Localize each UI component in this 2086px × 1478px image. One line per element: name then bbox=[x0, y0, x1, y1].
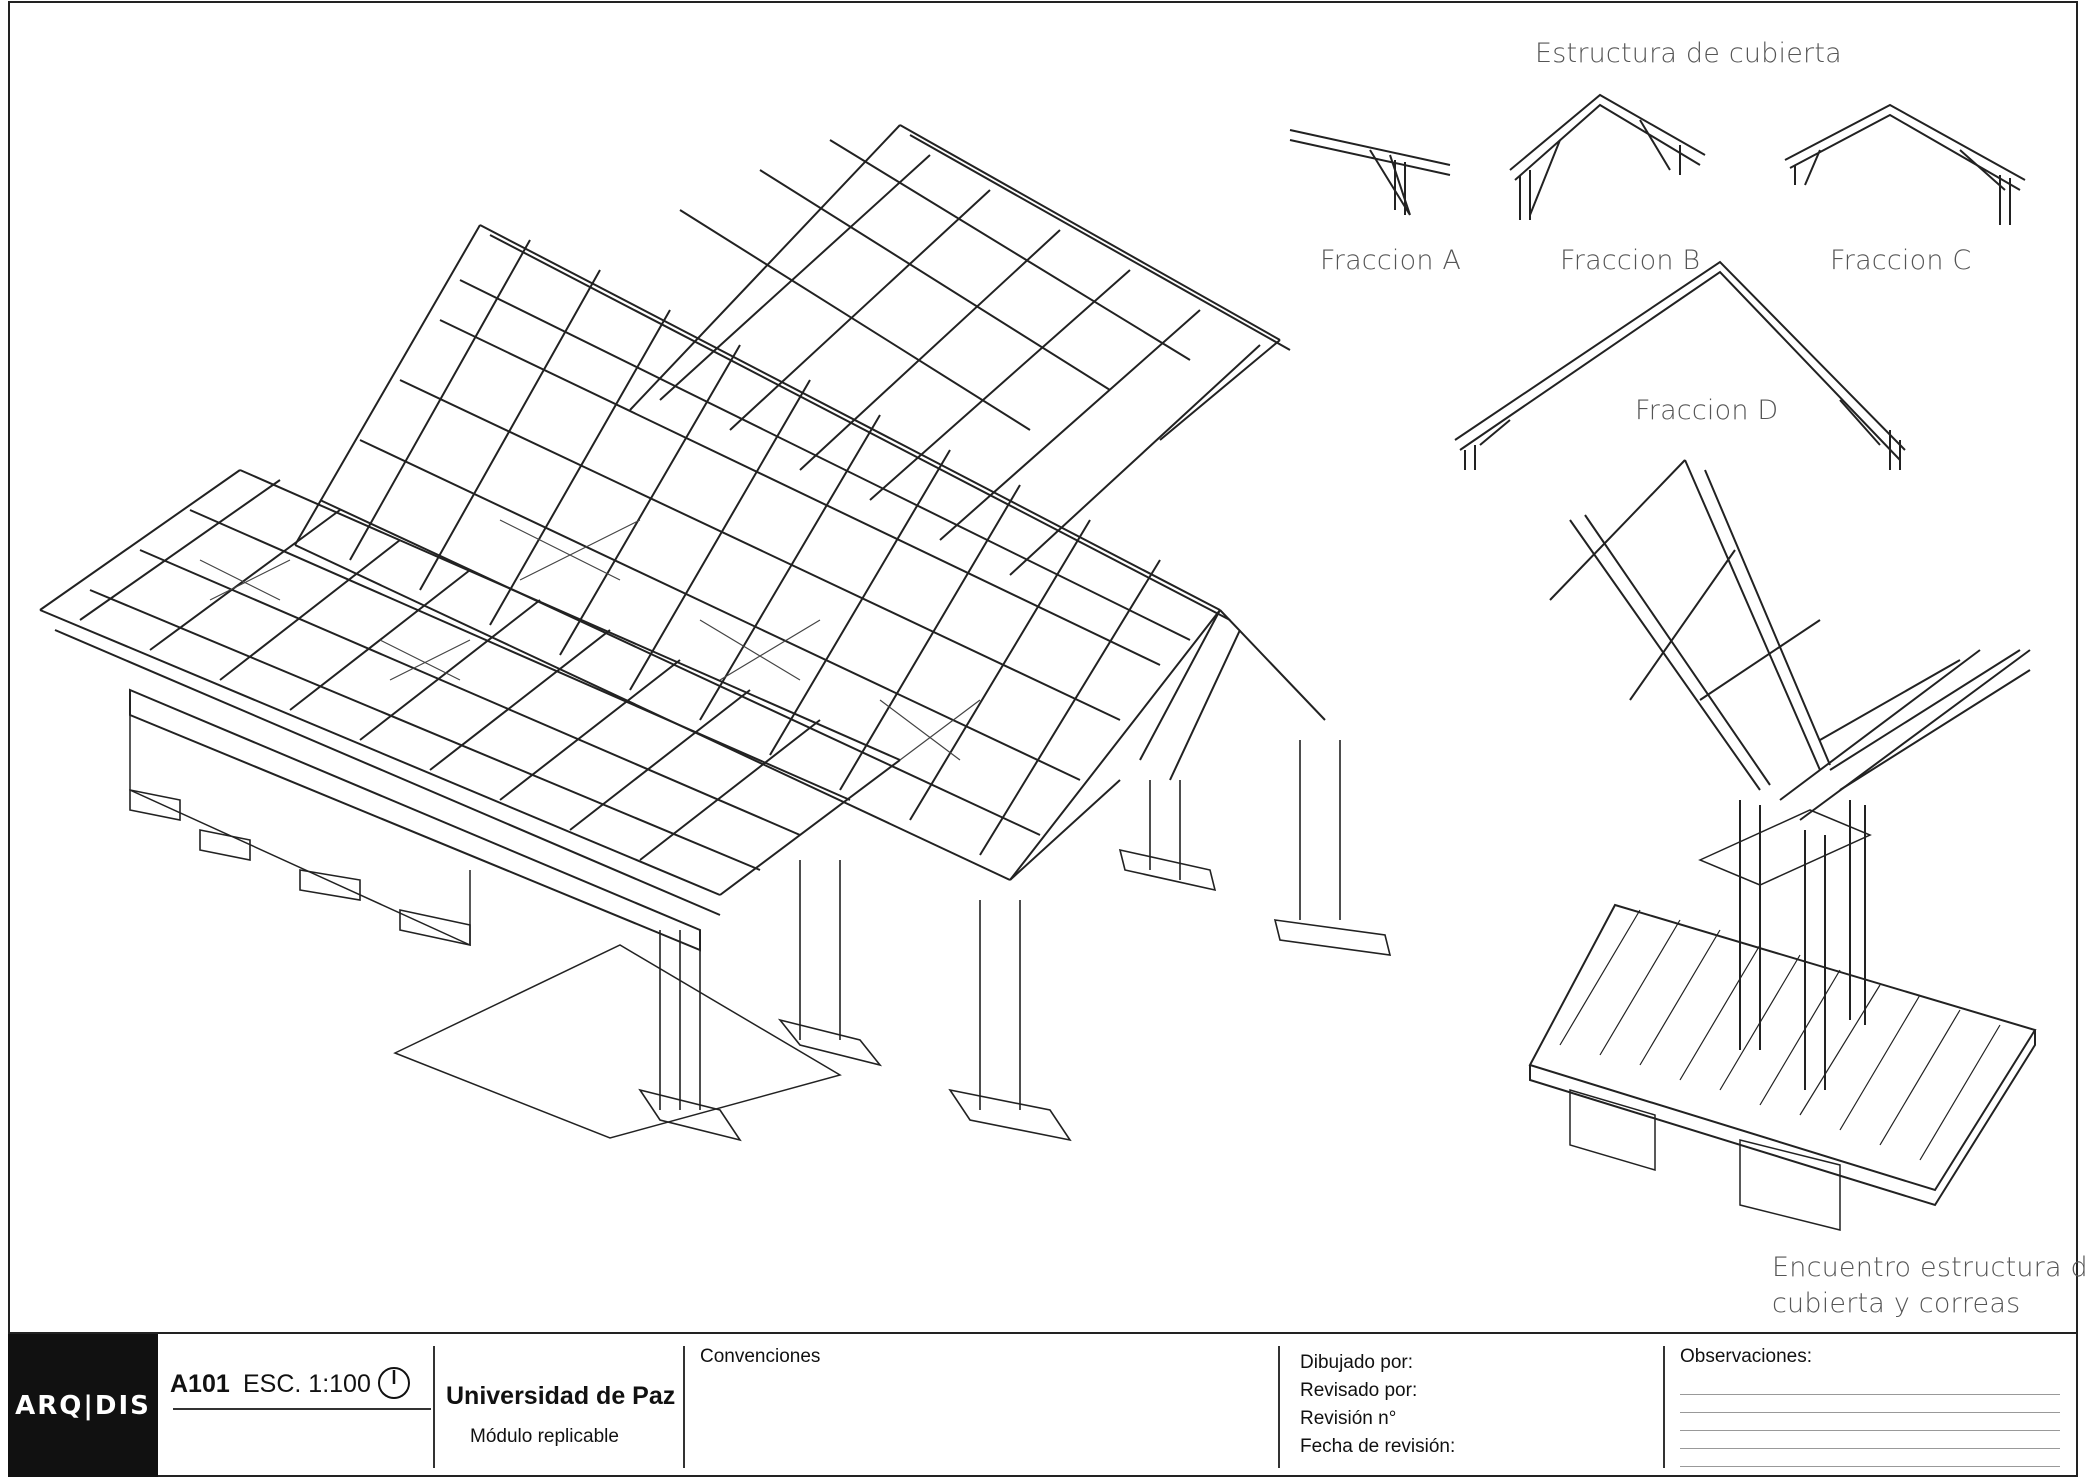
divider bbox=[433, 1346, 435, 1468]
fraction-b-label: Fraccion B bbox=[1560, 245, 1701, 276]
divider bbox=[1278, 1346, 1280, 1468]
revision-number-label: Revisión n° bbox=[1300, 1408, 1397, 1429]
detail-title-line1: Encuentro estructura de bbox=[1772, 1252, 2086, 1283]
roof-structure-title: Estructura de cubierta bbox=[1535, 38, 1842, 69]
logo: ARQ|DIS bbox=[8, 1334, 158, 1477]
north-arrow-icon bbox=[378, 1367, 410, 1399]
detail-title-line2: cubierta y correas bbox=[1772, 1288, 2021, 1319]
revision-date-label: Fecha de revisión: bbox=[1300, 1436, 1456, 1457]
observation-line bbox=[1680, 1412, 2060, 1413]
project-name: Universidad de Paz bbox=[446, 1382, 676, 1410]
observation-line bbox=[1680, 1430, 2060, 1431]
conventions-label: Convenciones bbox=[700, 1346, 821, 1367]
sheet-code: A101 bbox=[170, 1370, 230, 1398]
fraction-c-label: Fraccion C bbox=[1830, 245, 1972, 276]
drawing-sheet bbox=[8, 1, 2078, 1477]
isometric-roof-structure-drawing bbox=[39, 93, 2037, 1231]
observation-line bbox=[1680, 1448, 2060, 1449]
observations-label: Observaciones: bbox=[1680, 1346, 1813, 1367]
fraction-d-label: Fraccion D bbox=[1635, 395, 1779, 426]
title-block: ARQ|DIS A101 ESC. 1:100 Universidad de P… bbox=[8, 1332, 2078, 1477]
drawn-by-label: Dibujado por: bbox=[1300, 1352, 1414, 1373]
observation-line bbox=[1680, 1466, 2060, 1467]
divider bbox=[683, 1346, 685, 1468]
divider bbox=[1663, 1346, 1665, 1468]
scale-label: ESC. 1:100 bbox=[243, 1370, 371, 1398]
logo-text: ARQ|DIS bbox=[15, 1390, 151, 1421]
observation-line bbox=[1680, 1394, 2060, 1395]
sheet-underline bbox=[173, 1408, 431, 1410]
reviewed-by-label: Revisado por: bbox=[1300, 1380, 1418, 1401]
fraction-a-label: Fraccion A bbox=[1320, 245, 1462, 276]
project-subtitle: Módulo replicable bbox=[470, 1426, 619, 1447]
